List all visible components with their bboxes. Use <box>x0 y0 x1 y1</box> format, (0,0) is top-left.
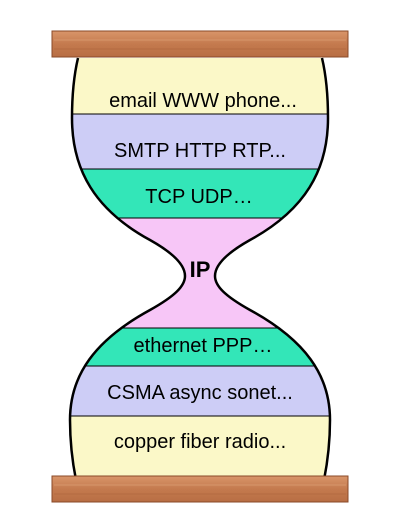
band-physical <box>70 416 330 480</box>
label-link-protocols: CSMA async sonet... <box>107 382 293 404</box>
label-transport: TCP UDP… <box>145 186 252 208</box>
bottom-frame <box>51 475 349 503</box>
band-application-protocols <box>70 114 330 169</box>
label-network: IP <box>190 257 211 282</box>
band-link-protocols <box>70 366 330 416</box>
band-applications <box>70 58 330 114</box>
label-application-protocols: SMTP HTTP RTP... <box>114 140 286 162</box>
label-physical: copper fiber radio... <box>114 431 286 453</box>
top-frame <box>51 30 349 58</box>
band-transport <box>70 169 330 218</box>
label-applications: email WWW phone... <box>109 90 297 112</box>
label-link: ethernet PPP… <box>134 335 273 357</box>
hourglass-outline <box>68 57 332 481</box>
